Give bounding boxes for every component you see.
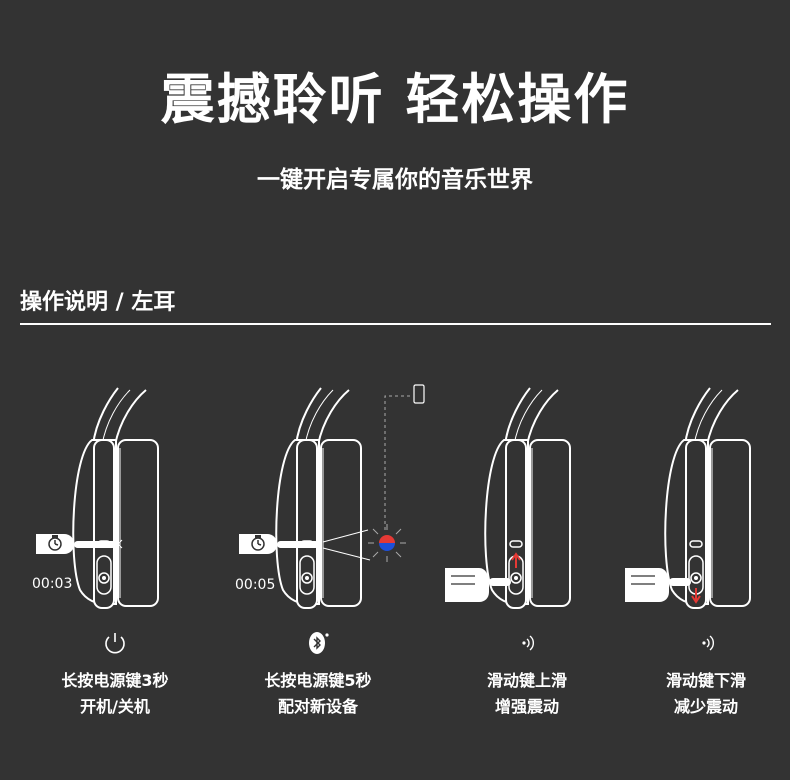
hero-title: 震撼聆听 轻松操作 [160,68,630,131]
step2-headphone [238,387,362,609]
section-title: 操作说明 / 左耳 [20,290,176,315]
headphone-illustrations [35,384,751,609]
step1-line2: 开机/关机 [80,697,150,716]
step2-caption: 长按电源键5秒 配对新设备 [218,668,418,720]
step3-line1: 滑动键上滑 [486,671,567,690]
step2-line2: 配对新设备 [277,697,358,716]
step4-line1: 滑动键下滑 [665,671,746,690]
step4-caption: 滑动键下滑 减少震动 [606,668,790,720]
step2-timer: 00:05 [235,577,276,593]
step3-line2: 增强震动 [494,697,559,716]
step3-caption: 滑动键上滑 增强震动 [427,668,627,720]
step2-line1: 长按电源键5秒 [264,671,372,690]
step1-caption: 长按电源键3秒 开机/关机 [15,668,215,720]
bluetooth-icon [309,632,329,654]
step4-line2: 减少震动 [673,697,738,716]
led-icon [368,524,406,562]
hero-subtitle: 一键开启专属你的音乐世界 [257,167,533,193]
phone-icon [413,384,425,404]
step3-headphone [444,387,571,609]
vibration-icon [522,635,534,651]
step4-headphone [624,387,751,609]
section-divider [20,323,771,325]
step1-headphone [35,387,159,609]
step1-line1: 长按电源键3秒 [61,671,169,690]
pairing-lines [322,384,425,561]
power-icon [105,633,125,654]
vibration-icon [702,635,714,651]
step1-timer: 00:03 [32,576,73,592]
